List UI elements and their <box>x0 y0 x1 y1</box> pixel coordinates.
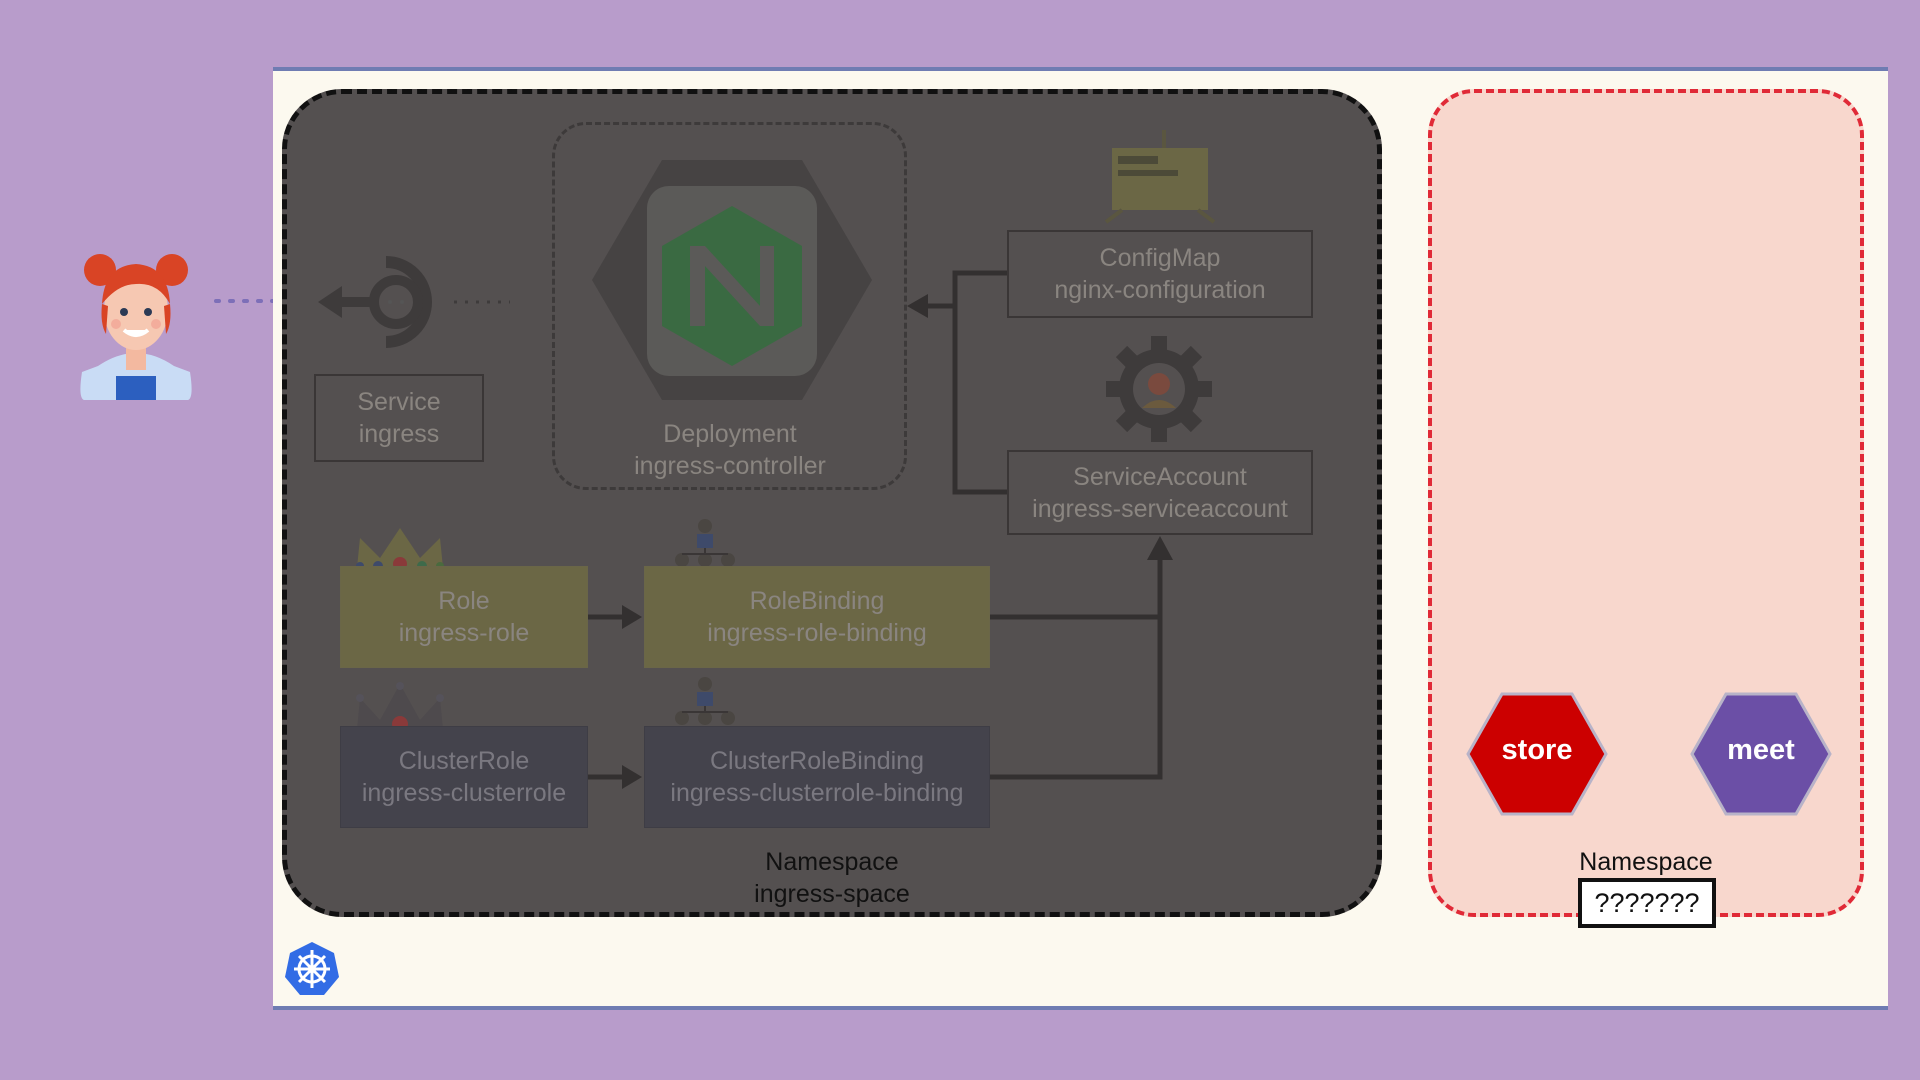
unknown-namespace-label: Namespace <box>1579 848 1713 876</box>
ingress-namespace-label: Namespace ingress-space <box>682 846 982 910</box>
clusterrolebinding-name: ingress-clusterrole-binding <box>670 779 964 807</box>
user-avatar-icon <box>80 254 192 400</box>
serviceaccount-name: ingress-serviceaccount <box>1032 494 1288 523</box>
service-icon <box>318 256 432 348</box>
rolebinding-box[interactable]: RoleBinding ingress-role-binding <box>644 566 990 668</box>
service-name: ingress <box>358 420 440 448</box>
serviceaccount-box[interactable]: ServiceAccount ingress-serviceaccount <box>1007 450 1313 535</box>
clusterrole-name: ingress-clusterrole <box>361 779 567 807</box>
role-name: ingress-role <box>398 619 530 647</box>
serviceaccount-kind: ServiceAccount <box>1073 462 1247 491</box>
service-deployment-dotted-link <box>454 300 510 304</box>
store-pod-label: store <box>1501 734 1573 766</box>
serviceaccount-gear-icon <box>1106 336 1212 442</box>
rolebinding-kind: RoleBinding <box>749 587 885 615</box>
deployment-boundary <box>552 122 907 490</box>
clusterrole-kind: ClusterRole <box>398 747 530 775</box>
service-box[interactable]: Service ingress <box>314 374 484 462</box>
meet-pod-hexagon[interactable] <box>1690 692 1832 816</box>
connector-lines <box>588 270 1173 789</box>
configmap-box[interactable]: ConfigMap nginx-configuration <box>1007 230 1313 318</box>
clusterrole-box[interactable]: ClusterRole ingress-clusterrole <box>340 726 588 828</box>
configmap-name: nginx-configuration <box>1054 276 1266 304</box>
role-kind: Role <box>438 587 490 615</box>
role-box[interactable]: Role ingress-role <box>340 566 588 668</box>
service-kind: Service <box>357 388 441 416</box>
configmap-kind: ConfigMap <box>1099 244 1221 272</box>
kubernetes-helm-icon <box>285 942 339 995</box>
deployment-name: ingress-controller <box>634 452 826 480</box>
ingress-namespace-kind: Namespace <box>765 848 899 876</box>
deployment-label[interactable]: Deployment ingress-controller <box>580 418 880 482</box>
deployment-kind: Deployment <box>663 420 797 448</box>
nginx-icon <box>592 160 872 400</box>
ingress-namespace-name: ingress-space <box>754 880 910 908</box>
configmap-icon <box>1104 130 1216 224</box>
unknown-namespace-name-box[interactable]: ??????? <box>1578 878 1716 928</box>
rolebinding-name: ingress-role-binding <box>707 619 927 647</box>
clusterrolebinding-box[interactable]: ClusterRoleBinding ingress-clusterrole-b… <box>644 726 990 828</box>
store-pod-hexagon[interactable] <box>1466 692 1608 816</box>
clusterrolebinding-kind: ClusterRoleBinding <box>709 747 924 775</box>
unknown-namespace-name: ??????? <box>1594 887 1700 918</box>
meet-pod-label: meet <box>1727 734 1795 766</box>
